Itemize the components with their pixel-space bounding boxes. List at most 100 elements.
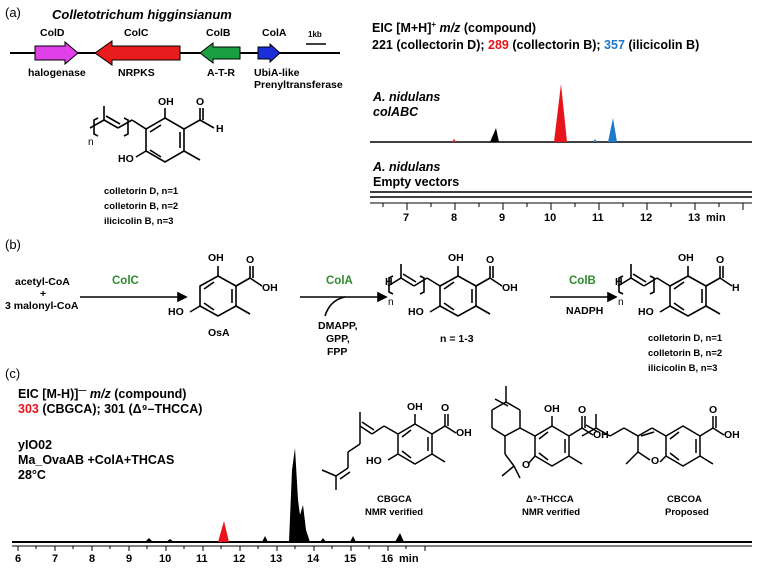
atom-oh-prod: OH xyxy=(678,252,694,264)
structure-cbcoa xyxy=(581,414,725,467)
atom-oh2-osa: OH xyxy=(262,282,278,294)
cofactor-gpp: GPP, xyxy=(326,333,350,345)
atom-o-cbgca: O xyxy=(441,402,450,414)
atom-oh-a: OH xyxy=(158,96,174,108)
eic-a-x-unit: min xyxy=(706,212,726,224)
eic-c-tick-8: 8 xyxy=(89,553,96,565)
gene-label-colc: ColC xyxy=(124,27,149,39)
eic-c-title: EIC [M-H)]— m/z (compound) xyxy=(18,386,187,402)
atom-o-ring-thcca: O xyxy=(522,459,531,471)
eic-c-tick-9: 9 xyxy=(126,553,133,565)
repeat-n-a: n xyxy=(88,137,94,148)
eic-a-tick-12: 12 xyxy=(640,212,653,224)
peak-black-a xyxy=(490,128,499,142)
product-label-1: colletorin D, n=1 xyxy=(648,333,723,344)
atom-h-int: H xyxy=(385,276,393,288)
eic-c-tick-10: 10 xyxy=(159,553,172,565)
temperature-label: 28°C xyxy=(18,468,46,482)
eic-c-tick-11: 11 xyxy=(196,553,208,565)
eic-a-tick-8: 8 xyxy=(451,212,458,224)
cofactor-nadph: NADPH xyxy=(566,305,604,317)
intermediate-n: n = 1-3 xyxy=(440,333,474,345)
eic-c-tick-14: 14 xyxy=(307,553,320,565)
atom-oh-int: OH xyxy=(448,252,464,264)
enzyme-colc: ColC xyxy=(112,275,139,287)
substrate-malonyl-coa: 3 malonyl-CoA xyxy=(5,300,79,312)
atom-ho-prod: HO xyxy=(638,306,654,318)
atom-oh-thcca: OH xyxy=(544,403,560,415)
gene-cluster xyxy=(10,40,340,66)
scale-bar-label: 1kb xyxy=(308,30,322,39)
atom-o-prod: O xyxy=(716,254,725,266)
atom-ho-cbgca: HO xyxy=(366,455,382,467)
eic-a-chromatogram xyxy=(370,84,752,210)
peak-red-a xyxy=(554,84,567,142)
substrate-acetyl-coa: acetyl-CoA xyxy=(15,276,70,288)
gene-label-cola: ColA xyxy=(262,27,287,39)
atom-oh2-cbgca: OH xyxy=(456,427,472,439)
product-label-2: colletorin B, n=2 xyxy=(648,348,723,359)
gene-function-colc: NRPKS xyxy=(118,67,155,79)
cofactor-dmapp: DMAPP, xyxy=(318,320,358,332)
atom-oh2-int: OH xyxy=(502,282,518,294)
atom-o-osa: O xyxy=(246,254,255,266)
peak-black-c-3 xyxy=(262,536,268,542)
gene-function-cola: UbiA-like xyxy=(254,67,300,79)
peak-black-c-6 xyxy=(395,533,404,542)
compound-label-a-3: ilicicolin B, n=3 xyxy=(104,216,174,227)
peak-black-c-4 xyxy=(320,538,326,542)
gene-function-colb: A-T-R xyxy=(207,67,235,79)
organism-name: Colletotrichum higginsianum xyxy=(52,7,232,22)
eic-c-tick-13: 13 xyxy=(270,553,283,565)
gene-arrow-cold xyxy=(34,40,79,66)
peak-black-c-main xyxy=(289,448,310,542)
eic-c-tick-6: 6 xyxy=(15,553,22,565)
peak-black-c-5 xyxy=(350,536,356,542)
compound-cbgca-name: CBGCA xyxy=(377,494,412,505)
eic-a-legend: 221 (collectorin D); 289 (collectorin B)… xyxy=(372,38,700,52)
panel-label-b: (b) xyxy=(5,237,21,252)
gene-label-colb: ColB xyxy=(206,27,231,39)
atom-o-int: O xyxy=(486,254,495,266)
peak-red-c xyxy=(218,521,229,542)
enzyme-colb: ColB xyxy=(569,275,596,287)
atom-h-a: H xyxy=(216,123,224,135)
compound-label-a-1: colletorin D, n=1 xyxy=(104,186,179,197)
eic-c-tick-12: 12 xyxy=(233,553,246,565)
eic-a-tick-13: 13 xyxy=(688,212,701,224)
peak-blue-a xyxy=(608,118,617,142)
eic-c-tick-15: 15 xyxy=(344,553,357,565)
eic-c-tick-7: 7 xyxy=(52,553,59,565)
gene-arrow-cola xyxy=(257,42,281,64)
gene-function-cold: halogenase xyxy=(28,67,86,79)
gene-function-cola-2: Prenyltransferase xyxy=(254,79,343,91)
atom-o-thcca: O xyxy=(578,404,587,416)
enzyme-cola: ColA xyxy=(326,275,353,287)
structure-a xyxy=(89,106,215,163)
trace-a-2-sub: Empty vectors xyxy=(373,175,460,189)
eic-a-tick-10: 10 xyxy=(544,212,557,224)
construct-label: Ma_OvaAB +ColA+THCAS xyxy=(18,453,175,467)
atom-ho-osa: HO xyxy=(168,306,184,318)
trace-a-2-name: A. nidulans xyxy=(373,160,441,174)
eic-a-tick-9: 9 xyxy=(499,212,506,224)
compound-cbgca-note: NMR verified xyxy=(365,507,424,518)
cofactor-fpp: FPP xyxy=(327,346,348,358)
compound-thcca-name: Δ⁹-THCCA xyxy=(526,494,574,505)
panel-label-c: (c) xyxy=(5,366,21,381)
atom-o-cbcoa: O xyxy=(709,404,718,416)
gene-arrow-colb xyxy=(199,41,241,65)
atom-oh-cbgca: OH xyxy=(407,401,423,413)
atom-oh-cbcoa: OH xyxy=(724,429,740,441)
structure-thcca xyxy=(491,386,594,479)
atom-oh-osa: OH xyxy=(208,252,224,264)
atom-o-ring-cbcoa: O xyxy=(651,455,660,467)
peak-black-c-1 xyxy=(145,538,153,542)
substrate-plus: + xyxy=(40,288,47,300)
product-label-3: ilicicolin B, n=3 xyxy=(648,363,718,374)
panel-label-a: (a) xyxy=(5,5,21,20)
peak-blue-small-a xyxy=(593,139,597,142)
intermediate-osa: OsA xyxy=(208,327,230,339)
strain-label: yIO02 xyxy=(18,438,53,452)
